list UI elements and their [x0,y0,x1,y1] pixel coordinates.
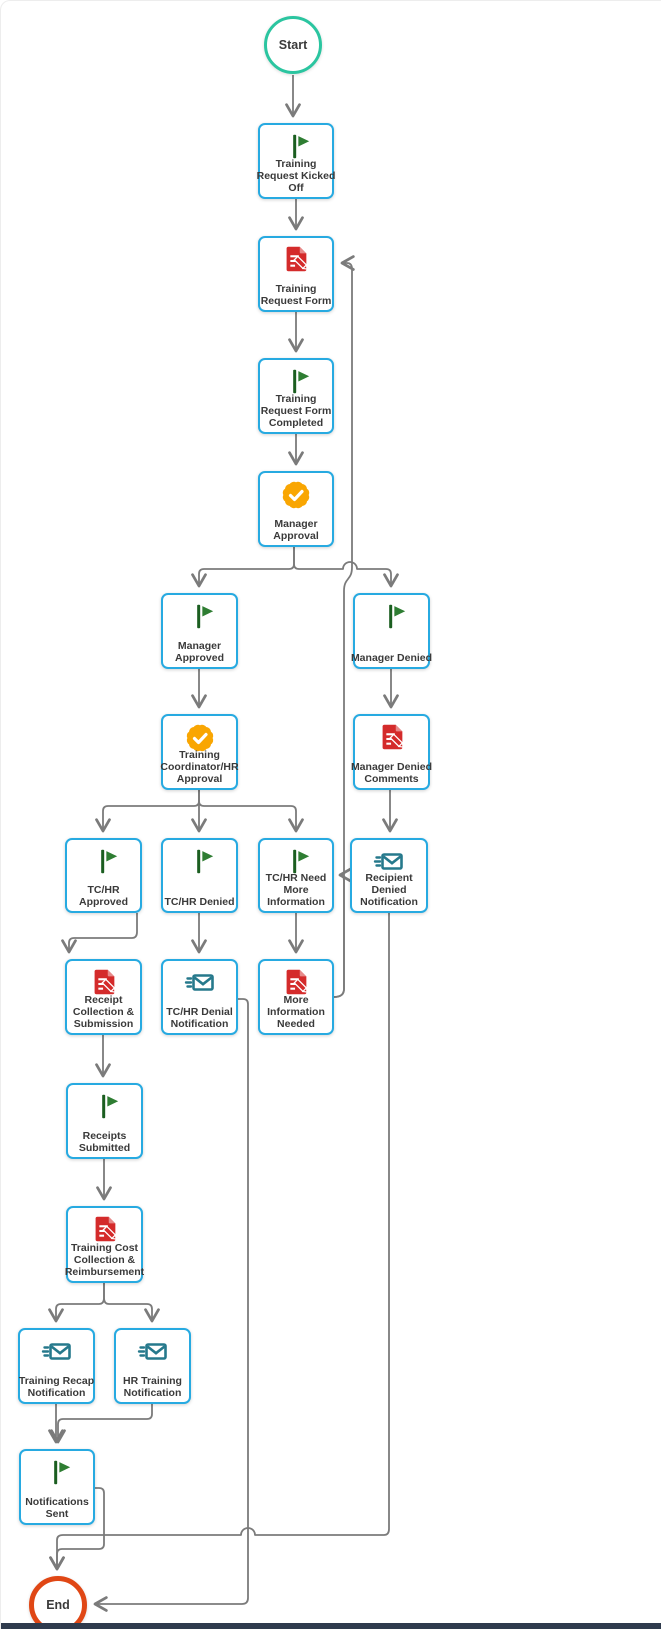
edge-manager-approval--manager-approved [191,547,295,588]
flag-icon [260,365,332,397]
node-label: TC/HR Denied [164,896,235,909]
approval-seal-icon [260,478,332,512]
node-label: Receipt Collection & Submission [72,994,135,1031]
node-tc-hr-denial-notification[interactable]: TC/HR Denial Notification [161,959,238,1035]
node-tc-hr-approved[interactable]: TC/HR Approved [65,838,142,913]
node-label: Training Coordinator/HR Approval [160,749,239,786]
node-label: Training Request Kicked Off [256,158,336,195]
node-receipts-submitted[interactable]: Receipts Submitted [66,1083,143,1159]
edge-training-cost-collection-reimbursement--training-recap-notification [48,1283,105,1323]
edge-notifications-sent--end [49,1487,105,1571]
edge-manager-approval--manager-denied [293,547,399,588]
node-label: Recipient Denied Notification [360,872,418,909]
node-label: Training Request Form Completed [260,393,332,430]
node-receipt-collection-submission[interactable]: Receipt Collection & Submission [65,959,142,1035]
node-training-request-form-completed[interactable]: Training Request Form Completed [258,358,334,434]
node-training-request-form[interactable]: Training Request Form [258,236,334,312]
node-manager-denied[interactable]: Manager Denied [350,593,433,669]
end-node[interactable]: End [29,1576,87,1629]
flag-icon [67,845,140,877]
node-label: Manager Denied Comments [350,761,433,786]
mail-icon [352,845,426,879]
node-label: Training Recap Notification [18,1375,95,1400]
edge-hr-training-notification--notifications-sent [50,1404,153,1444]
flag-icon [260,845,332,877]
node-label: TC/HR Need More Information [265,872,327,909]
edge-training-coordinator-hr-approval--tc-hr-need-more-information [198,790,304,833]
node-label: Manager Approval [273,518,319,543]
node-label: Receipts Submitted [78,1130,131,1155]
flag-icon [163,845,236,877]
flag-icon [163,600,236,632]
node-manager-denied-comments[interactable]: Manager Denied Comments [350,714,433,790]
form-icon [355,721,428,753]
node-hr-training-notification[interactable]: HR Training Notification [114,1328,191,1404]
edge-training-coordinator-hr-approval--tc-hr-approved [95,790,200,833]
node-label: Manager Denied [350,652,433,665]
node-training-request-kicked-off[interactable]: Training Request Kicked Off [256,123,336,199]
node-recipient-denied-notification[interactable]: Recipient Denied Notification [350,838,428,913]
node-label: HR Training Notification [123,1375,182,1400]
node-label: Notifications Sent [25,1496,89,1521]
edge-tc-hr-denial-notification--end [93,998,249,1612]
edge-training-cost-collection-reimbursement--hr-training-notification [103,1283,160,1323]
mail-icon [116,1335,189,1369]
approval-seal-icon [163,721,236,755]
edge-tc-hr-approved--receipt-collection-submission [61,913,138,954]
node-label: TC/HR Denial Notification [166,1006,233,1031]
form-icon [260,966,332,998]
node-manager-approved[interactable]: Manager Approved [161,593,238,669]
node-label: Training Cost Collection & Reimbursement [64,1242,145,1279]
node-more-information-needed[interactable]: More Information Needed [258,959,334,1035]
start-node[interactable]: Start [264,16,322,74]
node-training-cost-collection-reimbursement[interactable]: Training Cost Collection & Reimbursement [64,1206,145,1283]
flag-icon [260,130,332,162]
end-label: End [46,1598,70,1612]
start-label: Start [278,38,308,52]
flag-icon [21,1456,93,1488]
node-label: Training Request Form [260,283,332,308]
form-icon [68,1213,141,1245]
node-label: More Information Needed [267,994,325,1031]
form-icon [260,243,332,275]
flag-icon [355,600,428,632]
node-label: Manager Approved [174,640,224,665]
node-tc-hr-denied[interactable]: TC/HR Denied [161,838,238,913]
bottom-window-edge [1,1623,661,1629]
node-tc-hr-need-more-information[interactable]: TC/HR Need More Information [258,838,334,913]
mail-icon [20,1335,93,1369]
flag-icon [68,1090,141,1122]
node-notifications-sent[interactable]: Notifications Sent [19,1449,95,1525]
form-icon [67,966,140,998]
node-training-recap-notification[interactable]: Training Recap Notification [18,1328,95,1404]
node-label: TC/HR Approved [78,884,128,909]
mail-icon [163,966,236,1000]
node-manager-approval[interactable]: Manager Approval [258,471,334,547]
edge-more-information-needed--training-request-form [333,255,355,998]
node-training-coordinator-hr-approval[interactable]: Training Coordinator/HR Approval [160,714,239,790]
